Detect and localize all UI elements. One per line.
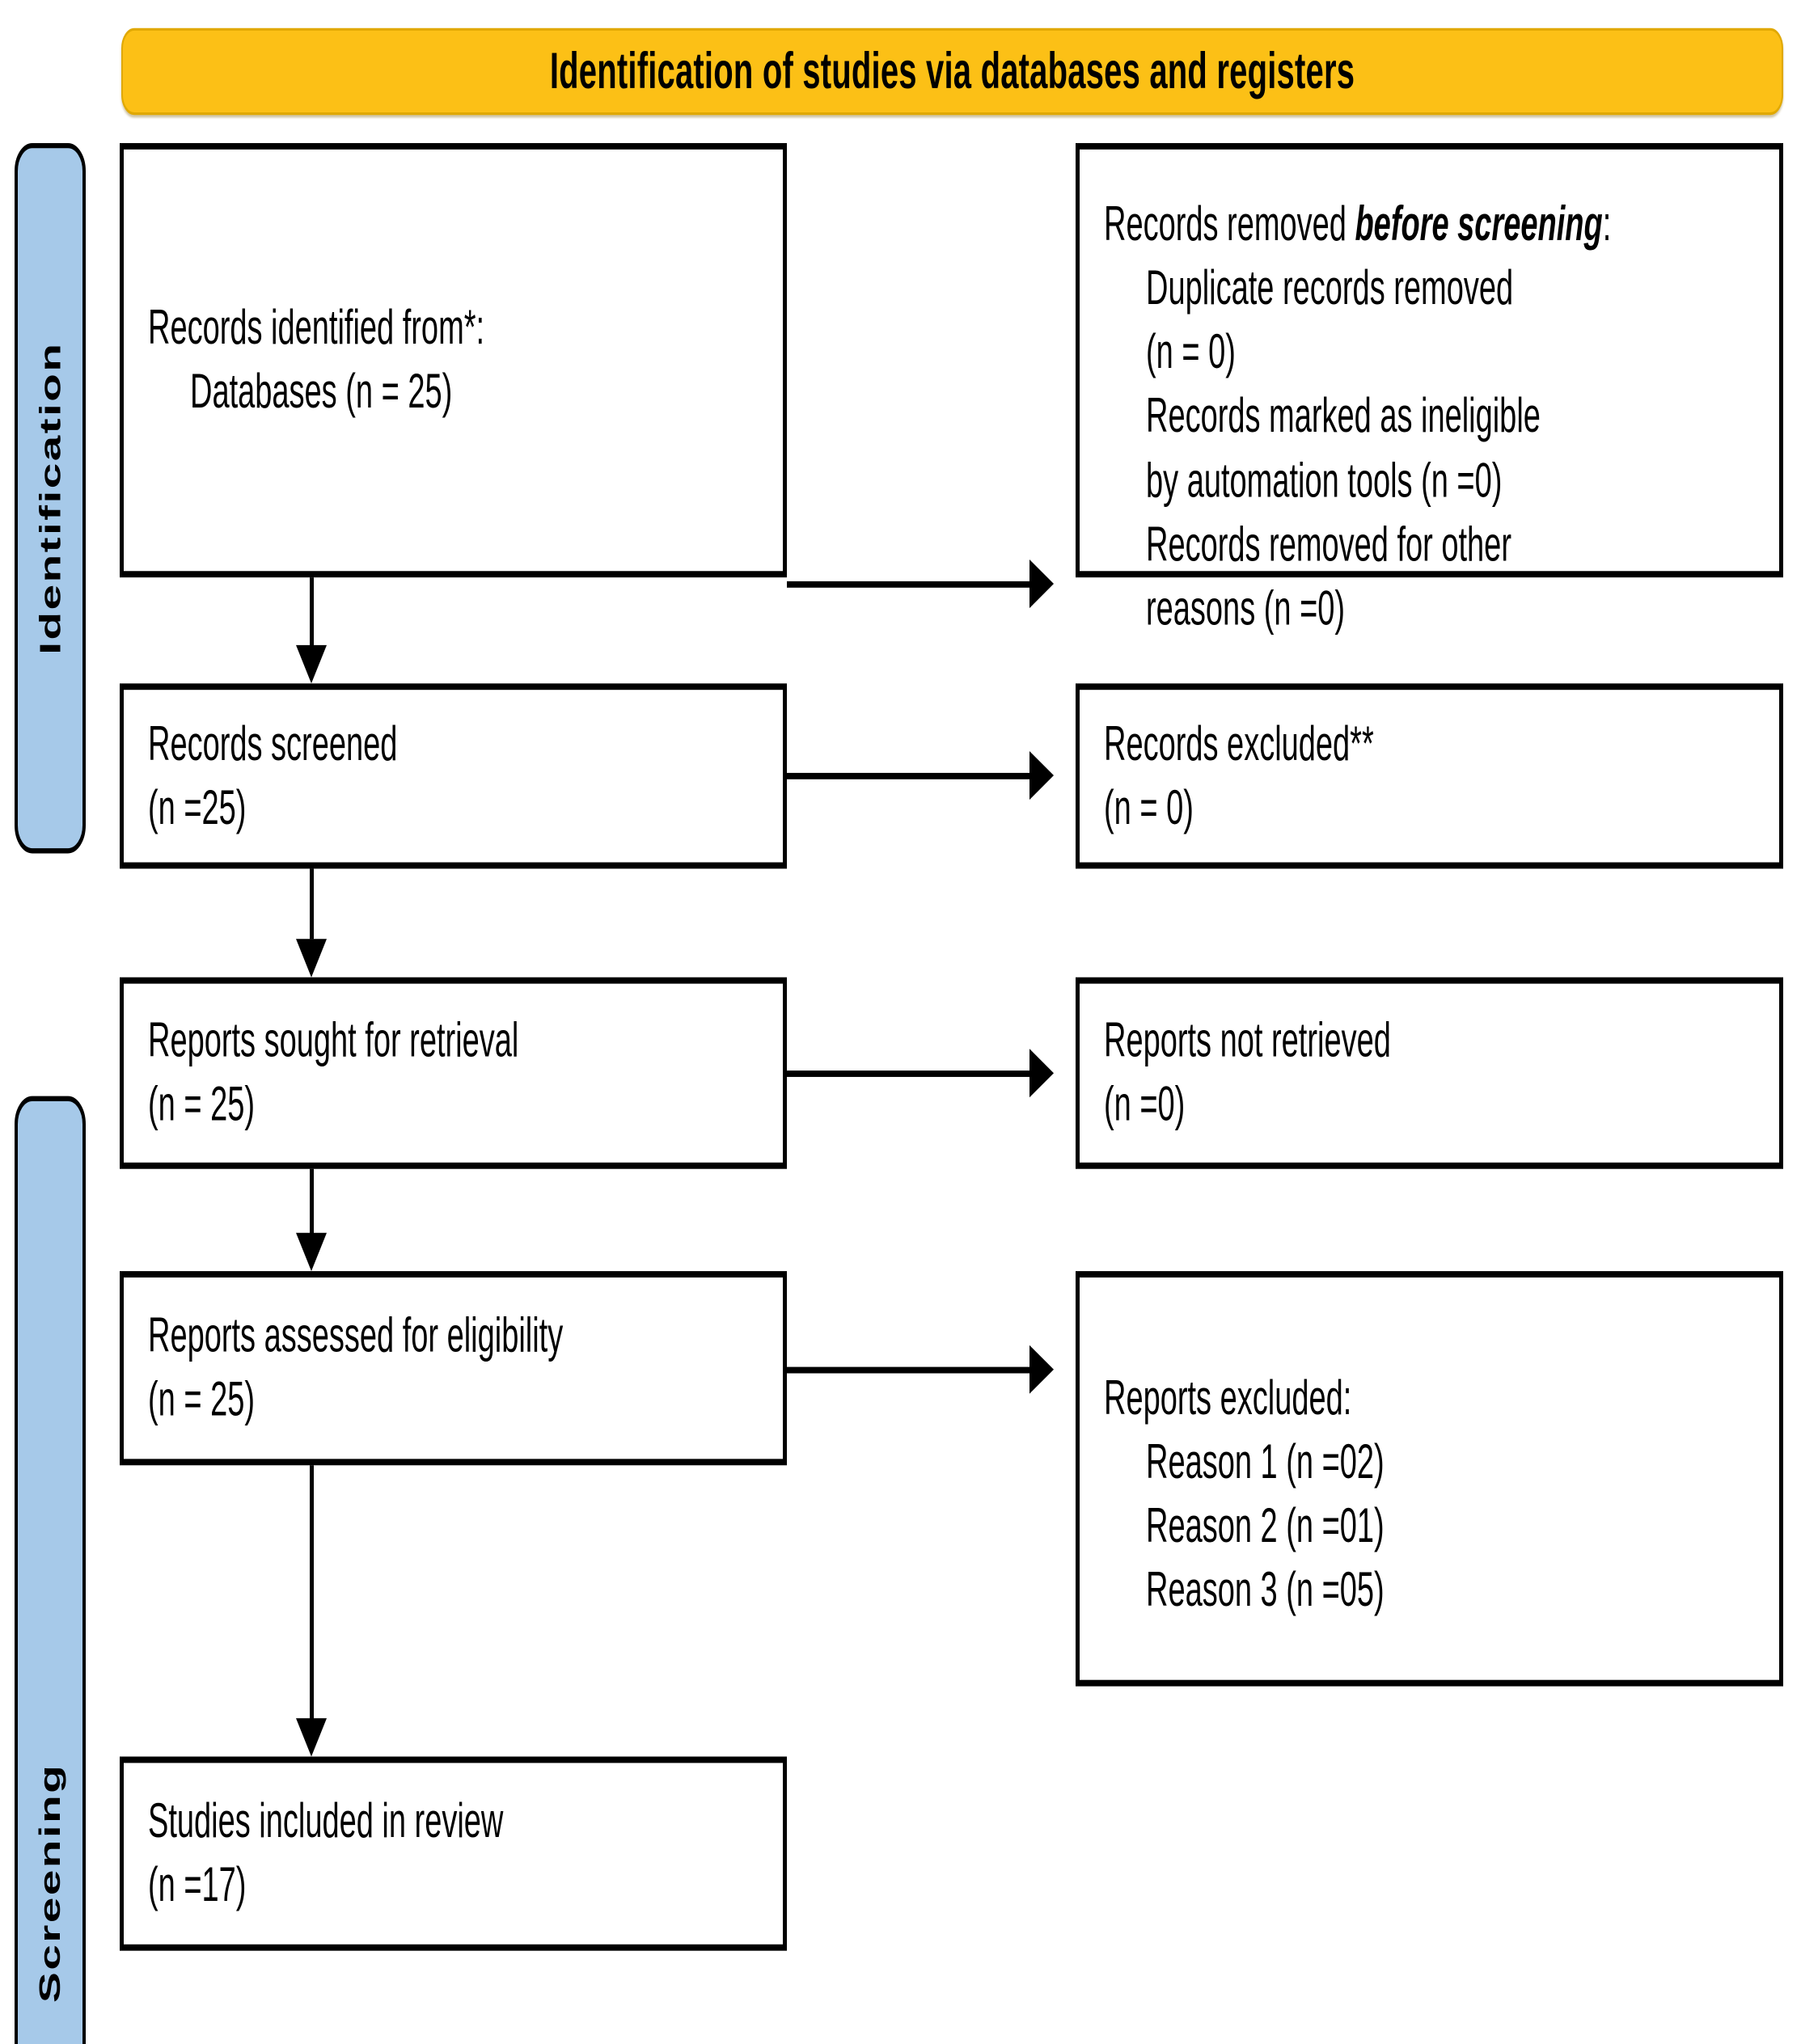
records-removed-heading: Records removed before screening: — [1104, 198, 1611, 251]
connector-identified-to-screened-arrowhead — [296, 644, 327, 684]
connector-assessed-to-excluded-line — [787, 1366, 1029, 1374]
box-reports-sought-for-retrieval: Reports sought for retrieval (n = 25) — [120, 977, 787, 1169]
reports-excluded-reason: Reason 3 (n =05) — [1146, 1564, 1385, 1619]
records-removed-heading-prefix: Records removed — [1104, 197, 1355, 252]
box-records-excluded-text: Records excluded** (n = 0) — [1104, 712, 1765, 840]
records-identified-line2: Databases (n = 25) — [190, 365, 453, 420]
box-records-screened: Records screened (n =25) — [120, 683, 787, 869]
box-reports-excluded: Reports excluded: Reason 1 (n =02) Reaso… — [1076, 1271, 1783, 1687]
reports-assessed-line2: (n = 25) — [148, 1373, 256, 1427]
connector-identified-to-removed-arrowhead — [1029, 560, 1054, 609]
connector-screened-to-excluded-arrowhead — [1029, 751, 1054, 800]
connector-screened-to-sought-arrowhead — [296, 939, 327, 978]
box-reports-excluded-text: Reports excluded: Reason 1 (n =02) Reaso… — [1104, 1367, 1765, 1624]
connector-screened-to-sought-line — [310, 868, 314, 940]
records-removed-item: Duplicate records removed — [1146, 262, 1514, 316]
stage-label-screening: Screening — [15, 1096, 86, 2044]
records-excluded-line2: (n = 0) — [1104, 781, 1194, 835]
stage-label-identification-text: Identification — [33, 341, 66, 655]
box-reports-not-retrieved-text: Reports not retrieved (n =0) — [1104, 1009, 1765, 1137]
records-identified-line1: Records identified from*: — [148, 301, 485, 355]
records-excluded-line1: Records excluded** — [1104, 716, 1374, 771]
records-removed-heading-emphasis: before screening — [1355, 197, 1603, 252]
box-records-identified-text: Records identified from*: Databases (n =… — [148, 296, 768, 424]
connector-assessed-to-included-line — [310, 1465, 314, 1721]
reports-sought-line1: Reports sought for retrieval — [148, 1014, 519, 1068]
reports-excluded-heading: Reports excluded: — [1104, 1371, 1352, 1426]
box-records-excluded: Records excluded** (n = 0) — [1076, 683, 1783, 869]
records-removed-item: (n = 0) — [1146, 326, 1236, 380]
reports-assessed-line1: Reports assessed for eligibility — [148, 1309, 564, 1363]
studies-included-line1: Studies included in review — [148, 1794, 504, 1849]
box-studies-included-text: Studies included in review (n =17) — [148, 1789, 768, 1917]
box-records-screened-text: Records screened (n =25) — [148, 712, 768, 840]
records-removed-heading-suffix: : — [1602, 197, 1612, 252]
box-records-removed-text: Records removed before screening: Duplic… — [1104, 193, 1765, 642]
reports-excluded-reason: Reason 1 (n =02) — [1146, 1436, 1385, 1490]
box-records-identified: Records identified from*: Databases (n =… — [120, 142, 787, 578]
connector-assessed-to-excluded-arrowhead — [1029, 1345, 1054, 1394]
records-screened-line2: (n =25) — [148, 781, 247, 835]
records-removed-item: reasons (n =0) — [1146, 582, 1346, 636]
box-reports-assessed-for-eligibility: Reports assessed for eligibility (n = 25… — [120, 1271, 787, 1466]
box-reports-assessed-text: Reports assessed for eligibility (n = 25… — [148, 1304, 768, 1432]
connector-screened-to-excluded-line — [787, 772, 1029, 779]
reports-not-retrieved-line1: Reports not retrieved — [1104, 1014, 1391, 1068]
reports-sought-line2: (n = 25) — [148, 1078, 256, 1132]
diagram-header-banner: Identification of studies via databases … — [121, 27, 1783, 116]
connector-assessed-to-included-arrowhead — [296, 1718, 327, 1757]
records-screened-line1: Records screened — [148, 716, 398, 771]
connector-sought-to-assessed-line — [310, 1168, 314, 1235]
records-removed-item: Records removed for other — [1146, 518, 1511, 572]
reports-not-retrieved-line2: (n =0) — [1104, 1078, 1186, 1132]
connector-identified-to-removed-line — [787, 581, 1029, 588]
records-removed-item: Records marked as ineligible — [1146, 390, 1541, 445]
box-reports-not-retrieved: Reports not retrieved (n =0) — [1076, 977, 1783, 1169]
connector-sought-to-assessed-arrowhead — [296, 1232, 327, 1272]
studies-included-line2: (n =17) — [148, 1858, 247, 1913]
connector-sought-to-not-retrieved-arrowhead — [1029, 1049, 1054, 1098]
box-reports-sought-text: Reports sought for retrieval (n = 25) — [148, 1009, 768, 1137]
reports-excluded-reason: Reason 2 (n =01) — [1146, 1500, 1385, 1554]
stage-label-identification: Identification — [15, 142, 86, 854]
connector-sought-to-not-retrieved-line — [787, 1071, 1029, 1077]
connector-identified-to-screened-line — [310, 577, 314, 648]
box-studies-included-in-review: Studies included in review (n =17) — [120, 1756, 787, 1951]
box-records-removed-before-screening: Records removed before screening: Duplic… — [1076, 142, 1783, 636]
diagram-title: Identification of studies via databases … — [549, 42, 1355, 99]
stage-label-screening-text: Screening — [33, 1763, 66, 2004]
records-removed-item: by automation tools (n =0) — [1146, 454, 1503, 509]
